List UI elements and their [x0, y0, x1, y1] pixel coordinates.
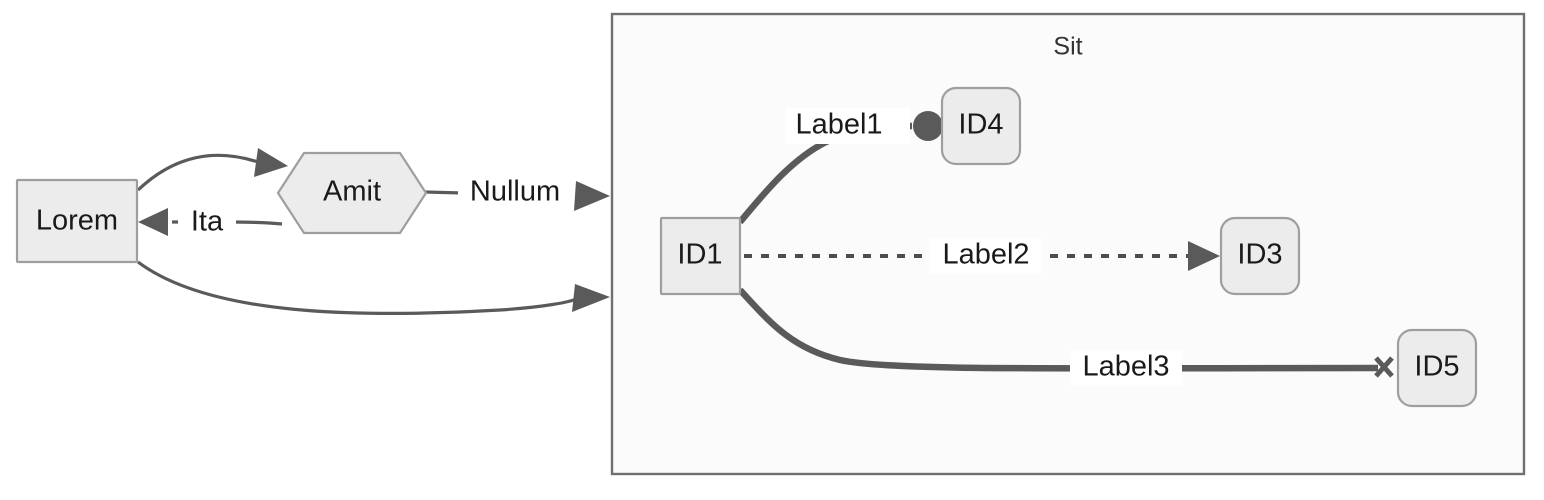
arrowhead-icon: [574, 181, 610, 211]
edge-lorem-sit[interactable]: [137, 260, 610, 316]
node-lorem-label: Lorem: [36, 205, 118, 237]
edge-label-label1-bg: [786, 108, 910, 144]
arrowhead-icon: [254, 148, 288, 177]
circle-endpoint-icon: [913, 111, 943, 141]
node-id4-label: ID4: [958, 109, 1003, 141]
node-id1-shape: [659, 216, 742, 296]
edge-label-ita: Ita: [191, 206, 224, 238]
arrowhead-icon: [572, 284, 610, 312]
node-amit[interactable]: Amit: [276, 151, 428, 235]
node-id5-label: ID5: [1414, 351, 1459, 383]
edge-lorem-sit-path: [137, 260, 577, 316]
node-lorem-shape: [15, 178, 139, 264]
node-id1[interactable]: ID1: [659, 216, 742, 296]
edge-amit-sit[interactable]: Nullum: [424, 176, 610, 211]
edge-id1-id3[interactable]: Label2: [744, 238, 1220, 274]
edge-label-label3-bg: [1070, 350, 1182, 386]
edge-id1-id5[interactable]: Label3: [737, 287, 1394, 386]
cross-endpoint-icon: [1374, 356, 1394, 378]
edge-lorem-amit[interactable]: [136, 148, 288, 192]
edge-amit-lorem[interactable]: Ita: [138, 206, 283, 239]
edge-label-label1: Label1: [795, 109, 882, 141]
node-id4-shape: [940, 86, 1022, 166]
cluster-sit-box: [610, 12, 1526, 476]
edge-label-ita-bg: [178, 206, 236, 239]
edge-label-nullum: Nullum: [470, 176, 560, 208]
cluster-sit-title: Sit: [1053, 33, 1082, 61]
node-id3[interactable]: ID3: [1219, 216, 1301, 296]
edge-label-label2: Label2: [942, 239, 1029, 271]
edge-label-label3: Label3: [1082, 351, 1169, 383]
node-lorem[interactable]: Lorem: [15, 178, 139, 264]
edge-id1-id4[interactable]: Label1: [737, 108, 943, 225]
arrowhead-icon: [138, 208, 168, 236]
node-amit-shape: [276, 151, 428, 235]
edge-label-label2-bg: [930, 238, 1042, 274]
arrowhead-icon: [1188, 241, 1220, 271]
node-id3-shape: [1219, 216, 1301, 296]
node-id4[interactable]: ID4: [940, 86, 1022, 166]
edge-lorem-amit-path: [136, 153, 259, 192]
node-id5-shape: [1396, 328, 1478, 408]
cluster-sit[interactable]: Sit: [610, 12, 1526, 476]
node-id3-label: ID3: [1237, 239, 1282, 271]
node-id1-label: ID1: [677, 239, 722, 271]
node-amit-label: Amit: [323, 176, 381, 208]
edge-label-nullum-bg: [458, 176, 573, 210]
node-id5[interactable]: ID5: [1396, 328, 1478, 408]
